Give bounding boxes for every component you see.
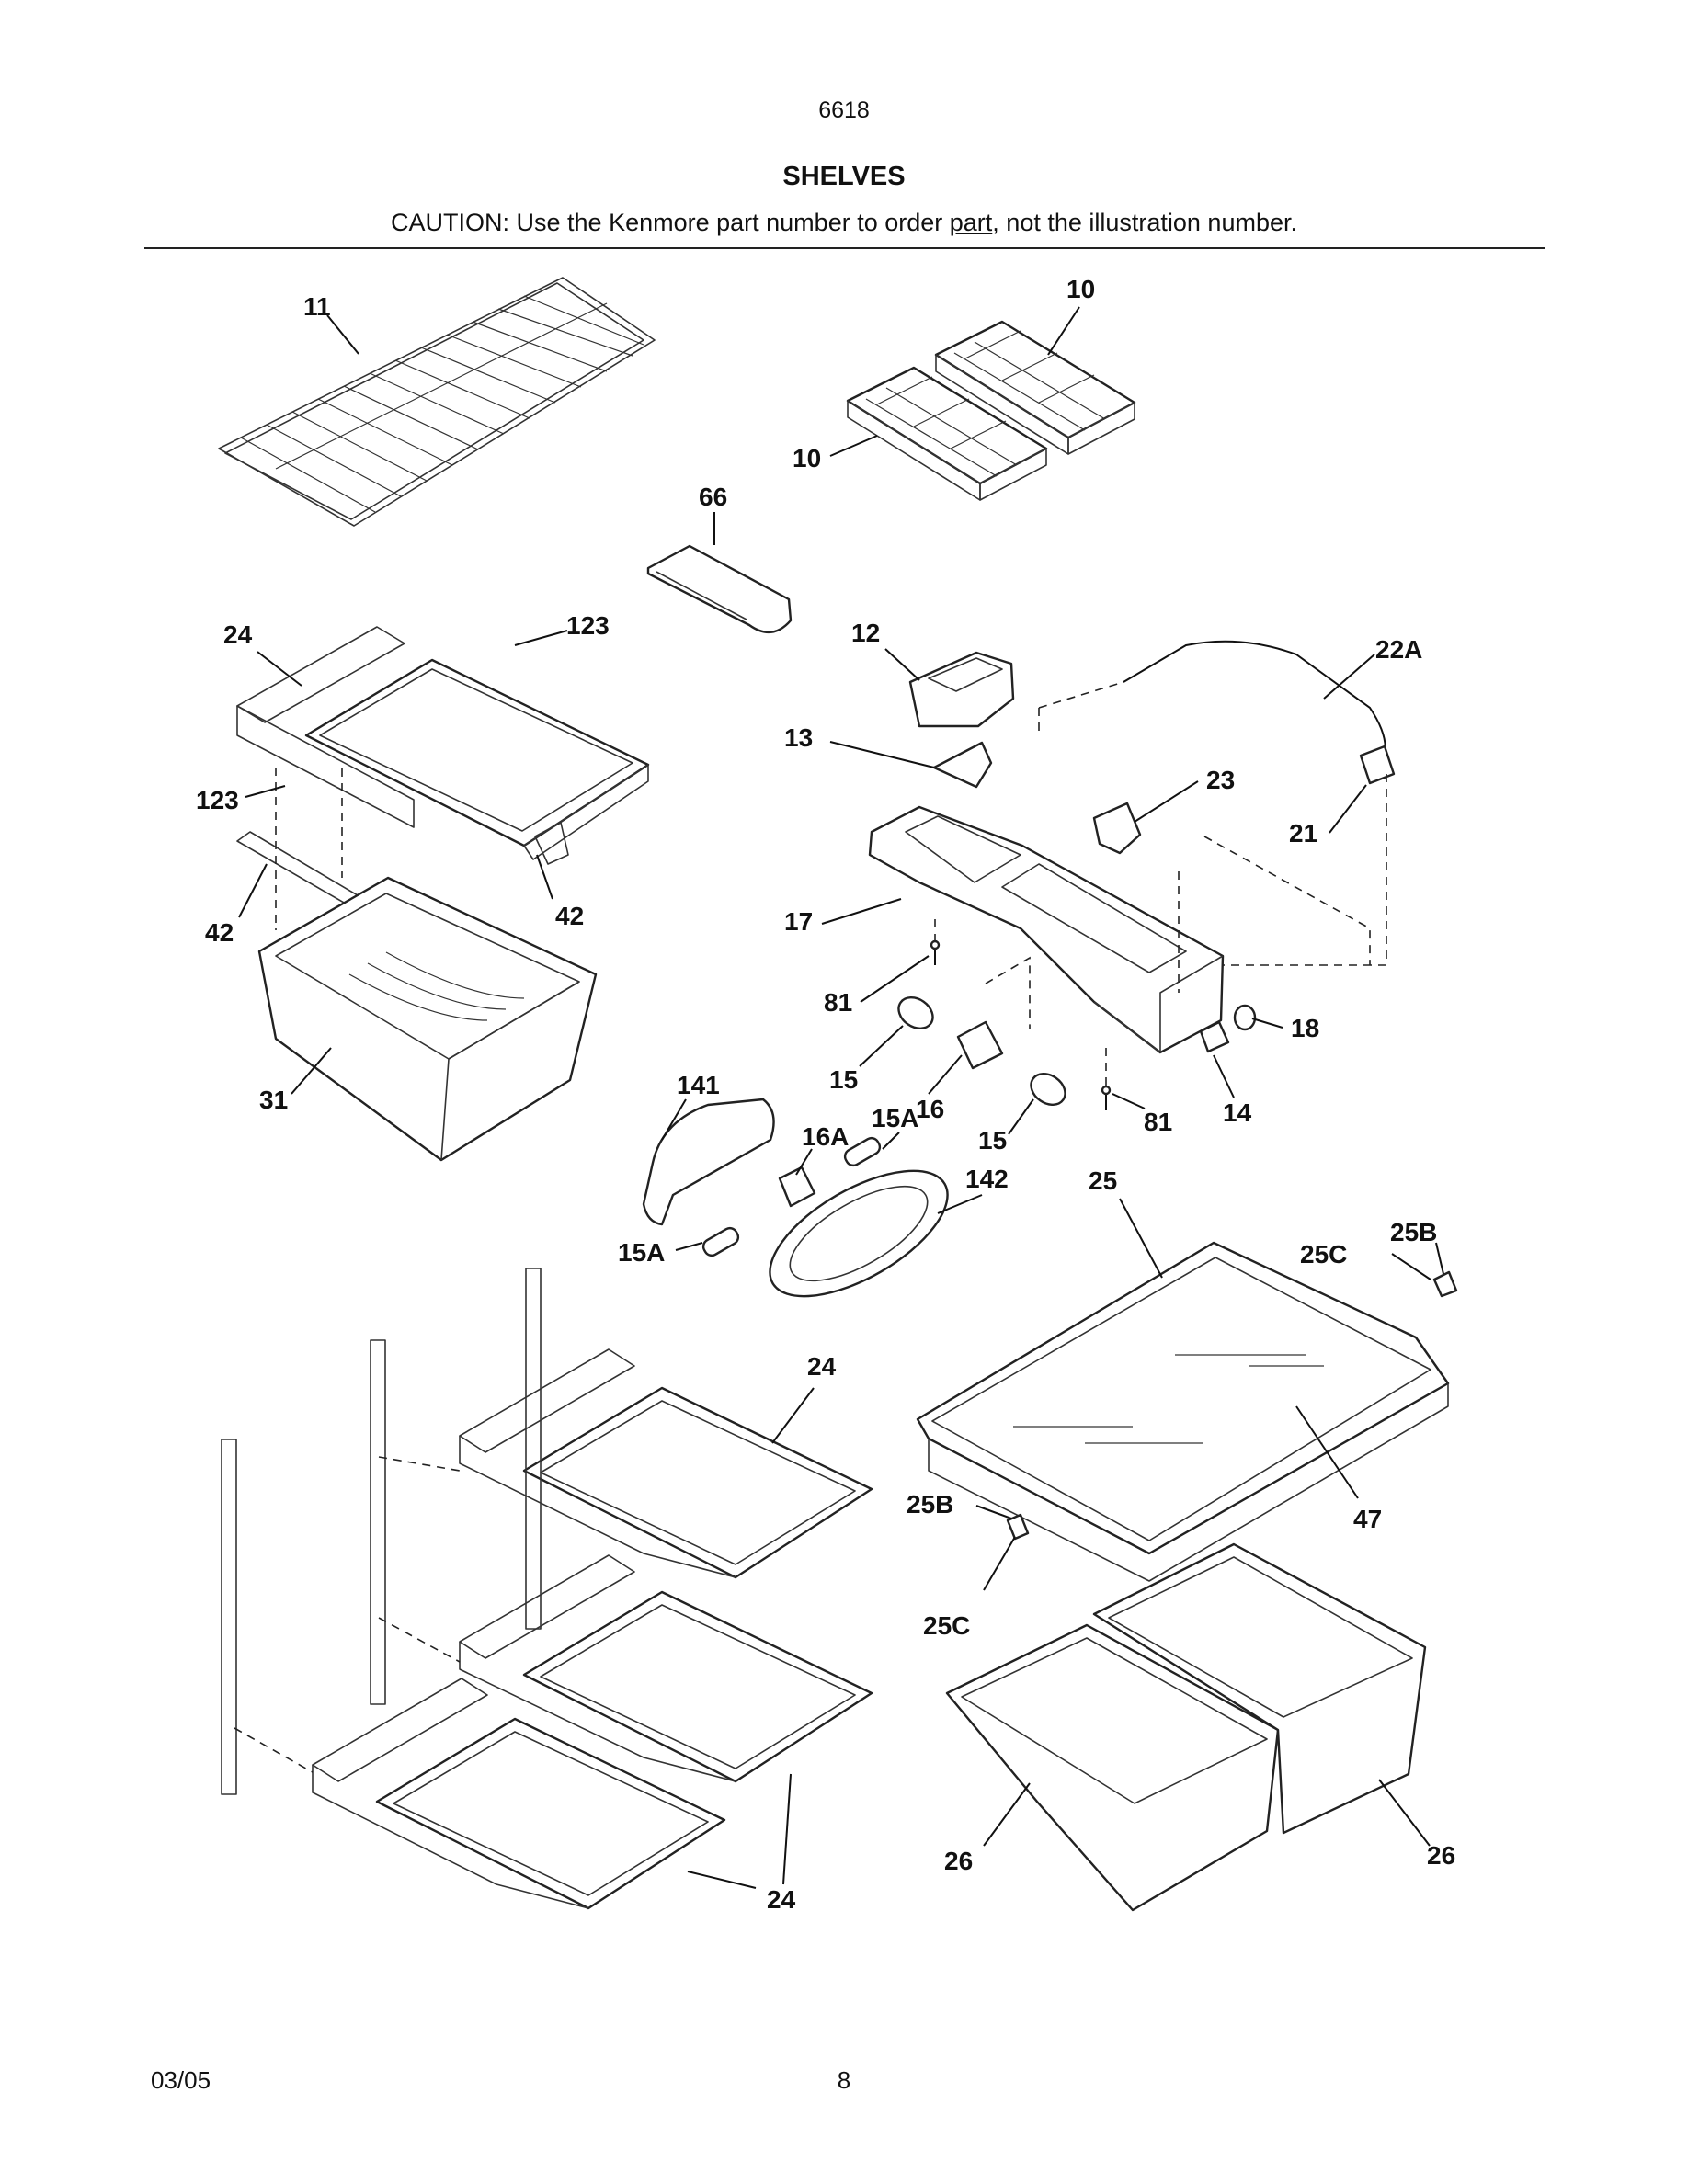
caution-note: CAUTION: Use the Kenmore part number to … bbox=[0, 209, 1688, 237]
part-shelf-clip bbox=[1432, 1270, 1458, 1298]
callout-13: 13 bbox=[784, 723, 813, 752]
callout-18: 18 bbox=[1291, 1014, 1319, 1042]
callout-15A: 15A bbox=[872, 1104, 918, 1132]
callout-123: 123 bbox=[566, 611, 610, 640]
callout-26: 26 bbox=[1427, 1841, 1455, 1870]
callout-81: 81 bbox=[824, 988, 852, 1017]
part-bulb-tubular bbox=[843, 1136, 882, 1167]
part-bulb bbox=[897, 995, 934, 1030]
caution-underlined-word: part bbox=[949, 209, 993, 236]
callout-15: 15 bbox=[829, 1065, 858, 1094]
callout-15A: 15A bbox=[618, 1238, 665, 1267]
assembly-guide-lines bbox=[234, 681, 1387, 1773]
callout-24: 24 bbox=[807, 1352, 837, 1381]
callout-leader-lines bbox=[238, 306, 1444, 1889]
part-flap bbox=[932, 741, 993, 789]
callout-47: 47 bbox=[1353, 1505, 1382, 1533]
part-light-shield bbox=[769, 1169, 949, 1298]
callout-12: 12 bbox=[851, 619, 880, 647]
part-crisper-drawer bbox=[1092, 1542, 1427, 1835]
callout-25C: 25C bbox=[923, 1611, 970, 1640]
callout-24: 24 bbox=[223, 620, 253, 649]
callout-123: 123 bbox=[196, 786, 239, 814]
part-crisper-cover bbox=[916, 1241, 1450, 1582]
part-screw bbox=[1101, 1085, 1112, 1110]
part-light-bracket bbox=[642, 1098, 775, 1226]
part-socket bbox=[956, 1020, 1004, 1070]
callout-25B: 25B bbox=[1390, 1218, 1437, 1246]
callout-25B: 25B bbox=[907, 1490, 953, 1519]
part-bulb-tubular bbox=[701, 1226, 740, 1257]
callout-42: 42 bbox=[555, 902, 584, 930]
part-freezer-drawer bbox=[257, 876, 598, 1162]
caution-text-end: , not the illustration number. bbox=[992, 209, 1297, 236]
part-refrigerator-shelf bbox=[312, 1678, 726, 1910]
callout-17: 17 bbox=[784, 907, 813, 936]
callout-21: 21 bbox=[1289, 819, 1317, 847]
header-rule bbox=[144, 247, 1545, 249]
part-screw bbox=[930, 939, 941, 965]
callout-42: 42 bbox=[205, 918, 234, 947]
callout-11: 11 bbox=[303, 292, 331, 321]
callout-16A: 16A bbox=[802, 1122, 849, 1151]
part-door-switch bbox=[1359, 745, 1396, 785]
part-light-housing bbox=[868, 805, 1225, 1054]
callout-81: 81 bbox=[1144, 1108, 1172, 1136]
callout-25C: 25C bbox=[1300, 1240, 1347, 1268]
part-refrigerator-shelf bbox=[459, 1554, 873, 1783]
part-bulb bbox=[1030, 1072, 1066, 1107]
callout-26: 26 bbox=[944, 1847, 973, 1875]
part-freezer-shelf bbox=[236, 626, 650, 860]
part-knob bbox=[1233, 1004, 1257, 1031]
callout-25: 25 bbox=[1089, 1166, 1117, 1195]
part-shelf-clip bbox=[1006, 1513, 1030, 1541]
part-socket-small bbox=[778, 1166, 816, 1208]
caution-text-start: CAUTION: Use the Kenmore part number to … bbox=[391, 209, 950, 236]
callout-23: 23 bbox=[1206, 766, 1235, 794]
part-thermostat bbox=[1092, 802, 1142, 855]
page-number: 8 bbox=[837, 2066, 851, 2094]
callout-10: 10 bbox=[1066, 275, 1095, 303]
part-light-switch bbox=[1199, 1020, 1230, 1053]
callout-24: 24 bbox=[767, 1885, 796, 1914]
callout-14: 14 bbox=[1223, 1098, 1252, 1127]
part-ice-tray-lower bbox=[846, 366, 1048, 501]
part-wire-harness bbox=[1123, 640, 1386, 755]
callout-15: 15 bbox=[978, 1126, 1007, 1155]
part-wire-shelf bbox=[218, 277, 656, 527]
callout-31: 31 bbox=[259, 1086, 288, 1114]
part-ice-chute bbox=[908, 651, 1015, 728]
callout-22A: 22A bbox=[1375, 635, 1422, 664]
part-refrigerator-shelf bbox=[459, 1348, 873, 1579]
callout-142: 142 bbox=[965, 1165, 1009, 1193]
callout-141: 141 bbox=[677, 1071, 720, 1099]
part-ice-bucket-bin bbox=[646, 544, 793, 633]
callout-16: 16 bbox=[916, 1095, 944, 1123]
part-ladder-rail bbox=[221, 1268, 542, 1795]
callout-10: 10 bbox=[793, 444, 821, 472]
callout-66: 66 bbox=[699, 483, 727, 511]
part-crisper-drawer bbox=[945, 1623, 1280, 1912]
page-title: SHELVES bbox=[782, 162, 906, 191]
revision-date: 03/05 bbox=[151, 2066, 211, 2094]
part-ice-tray-upper bbox=[934, 320, 1136, 455]
model-number: 6618 bbox=[818, 97, 870, 123]
